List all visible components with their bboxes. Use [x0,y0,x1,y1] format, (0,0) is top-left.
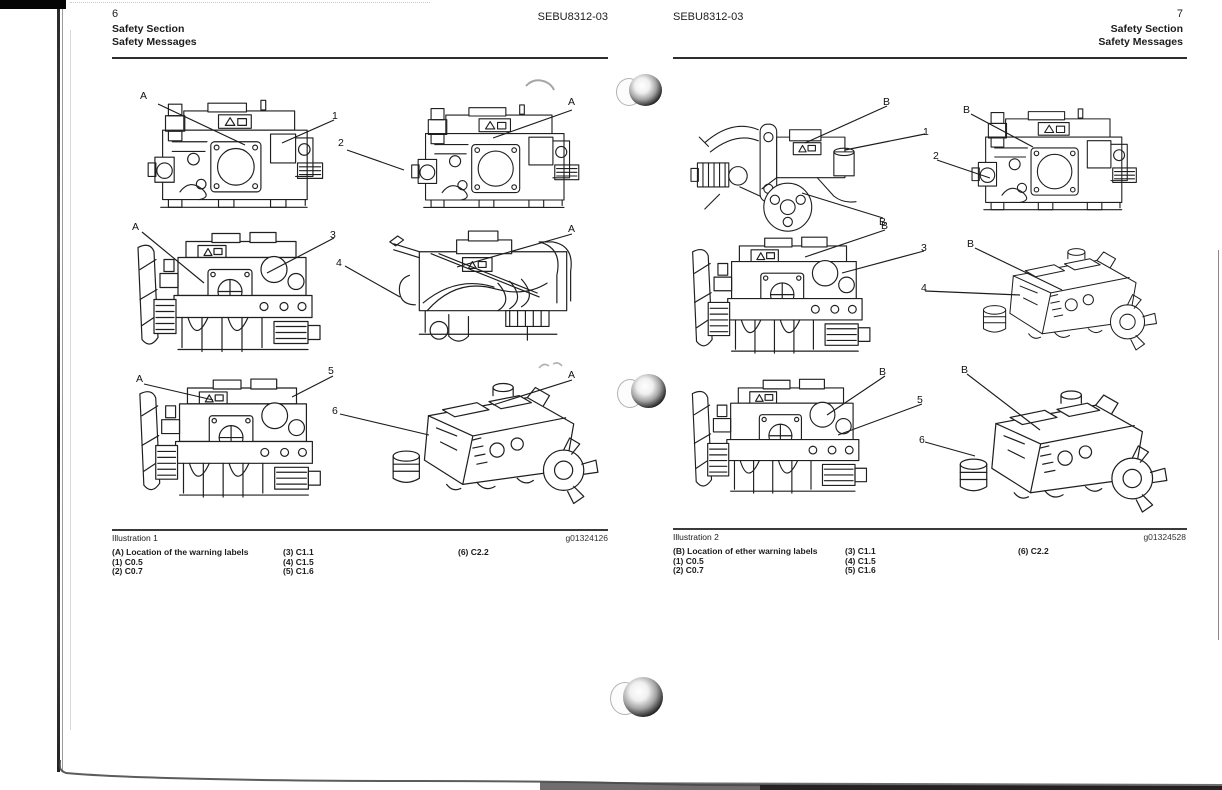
page-spine-line-light [62,9,63,772]
engine-illustration [943,376,1177,524]
callout-label: A [568,223,576,235]
legend-entry: (4) C1.5 [845,555,876,566]
scan-smudge [525,79,555,91]
legend-entry: (A) Location of the warning labels [112,547,249,557]
subsection-title-right: Safety Messages [1098,36,1183,48]
engine-illustration [126,98,338,226]
engine-line-art [679,372,899,510]
callout-label: A [136,373,144,385]
figure-id-left: g01324126 [565,533,608,543]
doc-code-right: SEBU8312-03 [673,11,744,23]
legend-column: (3) C1.1 (4) C1.5 (5) C1.6 [283,547,314,577]
binder-ring-icon [629,74,662,106]
engine-illustration [969,236,1165,360]
callout-label: 3 [330,229,336,241]
header-rule-left [112,57,608,60]
legend-column: (6) C2.2 [458,547,489,558]
callout-label: B [879,216,887,228]
legend-entry: (B) Location of ether warning labels [673,546,818,556]
callout-label: B [883,96,891,108]
engine-line-art [943,376,1177,524]
callout-label: 1 [923,126,929,138]
engine-line-art [969,236,1165,360]
section-title-left: Safety Section [112,23,185,35]
engine-illustration [679,106,891,242]
legend-entry: (6) C2.2 [458,547,489,557]
header-rule-right [673,57,1187,60]
page-number-right: 7 [1176,8,1183,20]
page-number-left: 6 [112,8,119,20]
scan-black-bar [0,0,66,9]
engine-illustration [376,368,608,516]
page-edge-faint-line [70,30,71,730]
callout-label: 4 [921,282,927,294]
caption-rule-left [112,529,608,531]
callout-label: A [140,90,148,102]
doc-code-left: SEBU8312-03 [537,11,608,23]
legend-entry: (3) C1.1 [283,547,314,557]
right-page-edge-line [1218,250,1219,640]
engine-illustration [380,222,606,364]
engine-line-art [390,104,594,224]
callout-label: 6 [332,405,338,417]
illustration-1-figure-area: A 1 2 A A 3 4 A A 5 6 A [112,90,608,530]
page-spine-line [57,9,60,772]
binder-ring-icon [623,677,663,717]
engine-line-art [126,98,338,226]
engine-line-art [126,372,354,514]
engine-illustration [126,372,354,514]
callout-label: 4 [336,257,342,269]
engine-line-art [679,232,903,368]
callout-label: 2 [338,137,344,149]
legend-column: (6) C2.2 [1018,546,1049,557]
engine-line-art [376,368,608,516]
engine-line-art [124,228,354,366]
engine-illustration [679,372,899,510]
engine-illustration [949,108,1153,226]
callout-label: A [568,96,576,108]
engine-illustration [679,232,903,368]
legend-entry: (6) C2.2 [1018,546,1049,556]
legend-entry: (2) C0.7 [673,565,704,576]
callout-label: A [568,369,576,381]
scan-bottom-edge [58,759,1222,790]
subsection-title-left: Safety Messages [112,36,197,48]
section-title-right: Safety Section [1110,23,1183,35]
engine-illustration [390,104,594,224]
illustration-caption-left: Illustration 1 [112,533,158,543]
callout-label: B [961,364,969,376]
callout-label: B [881,220,889,232]
engine-line-art [380,222,606,364]
legend-entry: (5) C1.6 [845,565,876,576]
legend-column: (3) C1.1 (4) C1.5 (5) C1.6 [845,546,876,576]
callout-label: B [963,104,971,116]
callout-label: B [879,366,887,378]
figure-id-right: g01324528 [1143,532,1186,542]
engine-line-art [949,108,1153,226]
callout-label: B [967,238,975,250]
scan-top-dotted-line [70,2,430,3]
callout-label: 6 [919,434,925,446]
binder-ring-icon [631,374,666,408]
callout-label: 5 [328,365,334,377]
callout-label: 2 [933,150,939,162]
legend-column: (B) Location of ether warning labels (1)… [673,546,818,576]
callout-label: 3 [921,242,927,254]
callout-label: A [132,221,140,233]
callout-label: 1 [332,110,338,122]
legend-entry: (1) C0.5 [673,555,704,566]
engine-illustration [124,228,354,366]
callout-label: 5 [917,394,923,406]
legend-entry: (1) C0.5 [112,556,143,567]
engine-line-art [679,106,891,242]
scan-smudge [538,362,563,369]
legend-entry: (4) C1.5 [283,556,314,567]
legend-column: (A) Location of the warning labels (1) C… [112,547,249,577]
legend-entry: (2) C0.7 [112,566,143,577]
legend-entry: (5) C1.6 [283,566,314,577]
caption-rule-right [673,528,1187,530]
legend-entry: (3) C1.1 [845,546,876,556]
illustration-2-figure-area: B 1 B 2 B B 3 4 B B 5 6 B [673,90,1185,530]
illustration-caption-right: Illustration 2 [673,532,719,542]
